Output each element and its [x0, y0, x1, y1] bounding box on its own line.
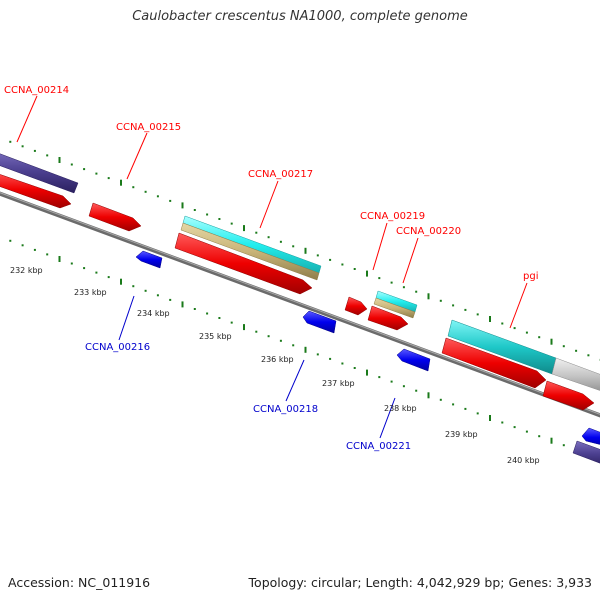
genes-label: Genes:	[508, 575, 553, 590]
ruler-label-234: 234 kbp	[137, 309, 170, 318]
genome-stats: Topology: circular; Length: 4,042,929 bp…	[248, 575, 592, 590]
feature-tan-00217[interactable]	[180, 222, 320, 281]
gene-label-ccna-00215[interactable]: CCNA_00215	[116, 122, 181, 133]
feature-tan-00219[interactable]	[373, 297, 416, 319]
genes-value: 3,933	[556, 575, 592, 590]
gene-label-ccna-00220[interactable]: CCNA_00220	[396, 226, 461, 237]
length-value: 4,042,929 bp	[416, 575, 501, 590]
scale-ticks	[9, 140, 600, 460]
accession-label: Accession:	[8, 575, 75, 590]
gene-arrow-ccna-00220[interactable]	[367, 305, 409, 331]
gene-label-pgi[interactable]: pgi	[523, 271, 538, 282]
map-title: Caulobacter crescentus NA1000, complete …	[132, 9, 468, 24]
ruler-labels: 232 kbp 233 kbp 234 kbp 235 kbp 236 kbp …	[10, 266, 540, 465]
scale-line-upper	[9, 140, 600, 361]
ruler-label-236: 236 kbp	[261, 355, 294, 364]
genome-backbone	[0, 191, 600, 418]
ruler-label-240: 240 kbp	[507, 456, 540, 465]
gene-label-ccna-00214[interactable]: CCNA_00214	[4, 85, 69, 96]
gene-arrow-ccna-00216[interactable]	[135, 250, 163, 269]
gene-arrow-ccna-00214[interactable]	[0, 171, 72, 209]
gene-label-ccna-00216[interactable]: CCNA_00216	[85, 342, 150, 353]
topology-value: circular	[311, 575, 358, 590]
gene-label-ccna-00221[interactable]: CCNA_00221	[346, 441, 411, 452]
gene-arrow-right-blue[interactable]	[581, 427, 600, 447]
length-label: Length:	[365, 575, 413, 590]
gene-arrow-ccna-00218[interactable]	[302, 310, 337, 334]
ruler-label-235: 235 kbp	[199, 332, 232, 341]
scale-line-lower	[9, 239, 600, 460]
ruler-label-232: 232 kbp	[10, 266, 43, 275]
gene-label-ccna-00217[interactable]: CCNA_00217	[248, 169, 313, 180]
gene-arrow-ccna-00217[interactable]	[174, 232, 313, 295]
ruler-label-239: 239 kbp	[445, 430, 478, 439]
feature-purple-left[interactable]	[0, 150, 79, 194]
ruler-label-238: 238 kbp	[384, 404, 417, 413]
topology-label: Topology:	[248, 575, 308, 590]
feature-purple-right[interactable]	[572, 440, 600, 467]
gene-label-ccna-00219[interactable]: CCNA_00219	[360, 211, 425, 222]
gene-labels: CCNA_00214 CCNA_00215 CCNA_00217 CCNA_00…	[4, 85, 538, 452]
gene-arrow-ccna-00215[interactable]	[88, 202, 142, 232]
gene-arrow-pgi[interactable]	[441, 337, 547, 389]
gene-arrow-ccna-00219[interactable]	[344, 296, 368, 316]
accession-value: NC_011916	[78, 575, 151, 590]
gene-label-ccna-00218[interactable]: CCNA_00218	[253, 404, 318, 415]
feature-gray-pgi[interactable]	[551, 357, 600, 394]
gene-arrow-right-edge[interactable]	[542, 380, 595, 411]
accession-info: Accession: NC_011916	[8, 575, 150, 590]
gene-arrow-ccna-00221[interactable]	[396, 348, 431, 372]
ruler-label-233: 233 kbp	[74, 288, 107, 297]
ruler-label-237: 237 kbp	[322, 379, 355, 388]
